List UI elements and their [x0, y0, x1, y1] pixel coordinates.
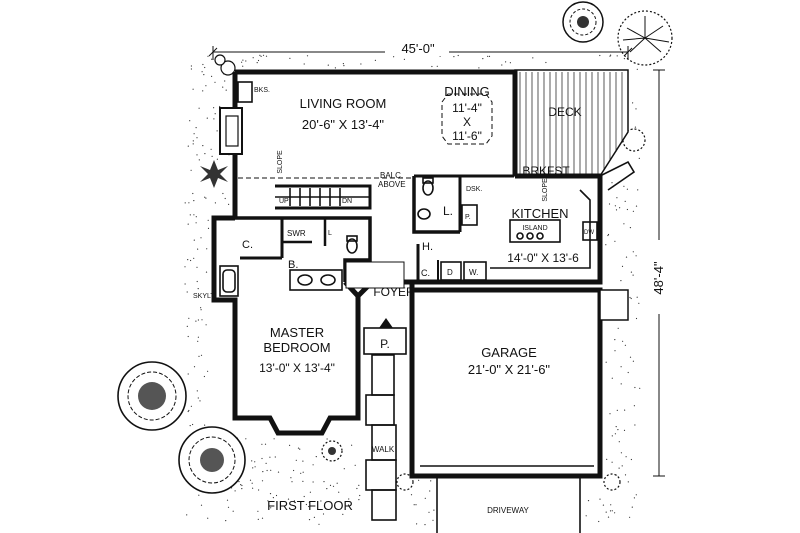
coat-label: C. — [421, 268, 430, 278]
deck-name: DECK — [548, 105, 581, 119]
depth-dimension — [646, 69, 672, 477]
lav-label: L. — [443, 204, 453, 218]
dsk-label: DSK. — [466, 186, 482, 193]
master-bedroom-size: 13'-0" X 13'-4" — [259, 361, 335, 375]
shrub-left-star — [200, 160, 228, 188]
shrub-driveway-left — [396, 473, 414, 491]
walk — [365, 354, 397, 521]
up-label: UP — [279, 198, 289, 205]
bathtub — [219, 265, 239, 297]
kitchen-size: 14'-0" X 13'-6 — [507, 251, 579, 265]
tree-lower-left-2 — [178, 426, 246, 494]
foyer-name: FOYER — [373, 285, 415, 299]
dining-depth: 11'-6" — [452, 129, 482, 143]
dw-label: DW — [584, 230, 594, 236]
driveway — [436, 476, 581, 533]
master-bedroom-name-2: BEDROOM — [263, 340, 330, 355]
garage-name: GARAGE — [481, 345, 537, 360]
tree-top-right-2 — [617, 10, 673, 66]
foyer-tile — [345, 261, 405, 289]
interior-walls — [214, 174, 600, 289]
bay-window-kitchen — [599, 160, 636, 191]
exterior-walls — [211, 69, 629, 479]
shrub-top-left — [214, 54, 236, 76]
overall-depth-label: 48'-4" — [651, 261, 666, 295]
pantry-label: P. — [465, 214, 471, 221]
deck — [514, 69, 629, 177]
tree-top-right-1 — [562, 1, 604, 43]
deck-boards — [519, 72, 623, 176]
width-dimension — [208, 40, 633, 60]
floor-label: FIRST FLOOR — [267, 498, 353, 513]
stair-treads — [275, 188, 370, 206]
double-vanity — [289, 269, 343, 291]
shrub-deck-corner — [622, 128, 646, 152]
kitchen-island — [509, 219, 561, 243]
kitchen-name: KITCHEN — [511, 206, 568, 221]
bath-label: B. — [288, 259, 298, 271]
ground-stipple — [184, 54, 641, 526]
washer-label: W. — [469, 268, 478, 277]
shrub-entry — [321, 440, 343, 462]
bks-label: BKS. — [254, 87, 270, 94]
garage-size: 21'-0" X 21'-6" — [468, 362, 551, 377]
bookshelves — [237, 81, 253, 103]
island-label: ISLAND — [522, 225, 547, 232]
living-room-size: 20'-6" X 13'-4" — [302, 117, 385, 132]
hall-label: H. — [422, 241, 433, 253]
slope-left-label: SLOPE — [277, 150, 284, 174]
slope-kitchen-label: SLOPE — [542, 178, 549, 202]
skylt-label: SKYLT. — [193, 293, 216, 300]
balc-label: BALC. — [380, 171, 403, 180]
driveway-label: DRIVEWAY — [487, 506, 529, 515]
entry-arrow — [379, 318, 393, 328]
tree-lower-left-1 — [117, 361, 187, 431]
dining-ceiling-outline — [441, 93, 493, 145]
closet-c-label: C. — [242, 239, 253, 251]
above-label: ABOVE — [378, 180, 406, 189]
porch-label: P. — [380, 337, 390, 351]
dryer-label: D — [447, 268, 453, 277]
linen-label: L — [328, 230, 332, 237]
kitchen-counter — [490, 189, 598, 269]
dining-name: DINING — [444, 84, 490, 99]
sink-powder — [417, 208, 431, 220]
living-room-name: LIVING ROOM — [300, 96, 387, 111]
brkfst-name: BRKFST. — [522, 164, 571, 178]
toilet-powder — [422, 177, 434, 196]
walk-label: WALK — [372, 445, 395, 454]
dn-label: DN — [342, 198, 352, 205]
overall-width-label: 45'-0" — [401, 41, 435, 56]
shrub-driveway-right — [603, 473, 621, 491]
dining-width: 11'-4" — [452, 101, 482, 115]
swr-label: SWR — [287, 229, 306, 238]
fireplace — [219, 107, 243, 155]
toilet-master — [346, 235, 358, 254]
dining-x: X — [463, 115, 471, 129]
master-bedroom-name-1: MASTER — [270, 325, 324, 340]
